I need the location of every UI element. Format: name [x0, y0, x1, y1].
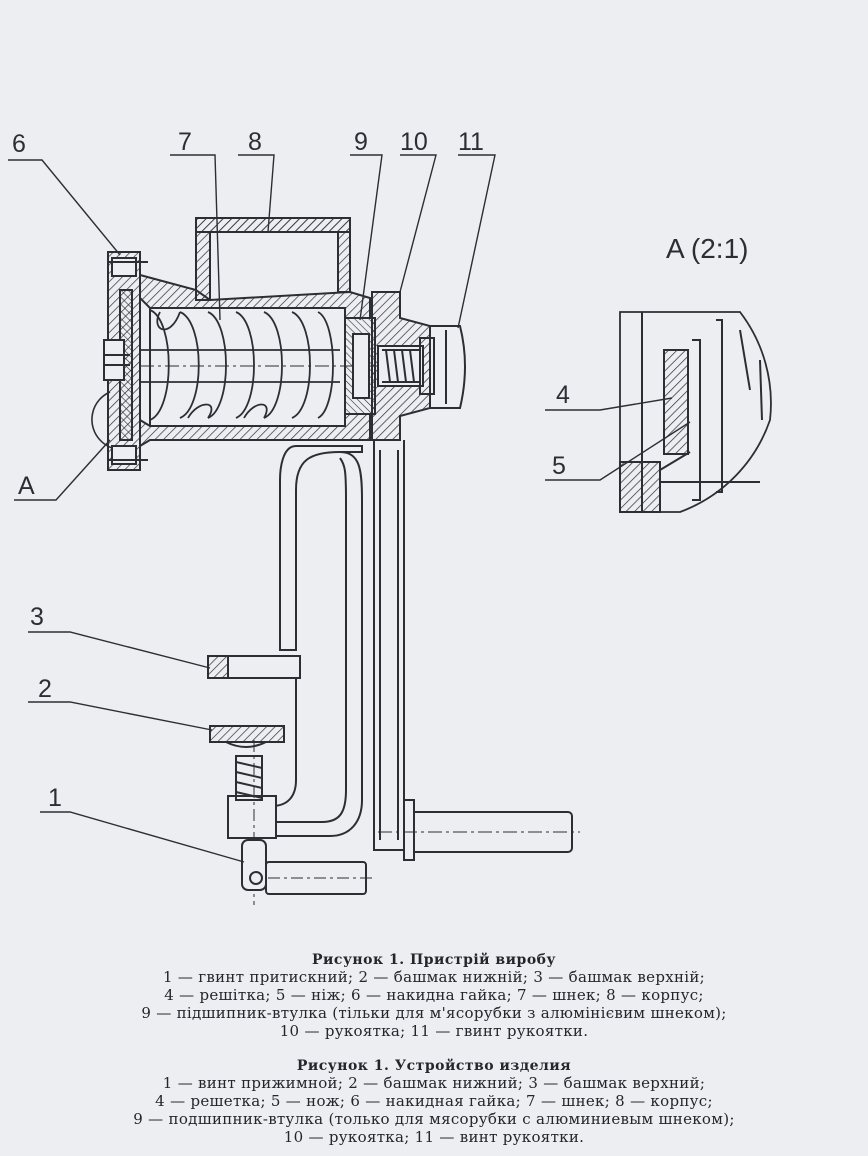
- hopper-body: [195, 217, 351, 301]
- callout-6: 6: [12, 130, 26, 158]
- callout-1: 1: [48, 784, 62, 812]
- callout-4: 4: [556, 381, 570, 409]
- callout-5: 5: [552, 452, 566, 480]
- callout-2: 2: [38, 675, 52, 703]
- callout-9: 9: [354, 128, 368, 156]
- callout-8: 8: [248, 128, 262, 156]
- caption-ru-line: 9 — подшипник-втулка (только для мясоруб…: [133, 1110, 735, 1128]
- callout-7: 7: [178, 128, 192, 156]
- caption-ru-line: 1 — винт прижимной; 2 — башмак нижний; 3…: [162, 1074, 706, 1092]
- caption-uk-line: 10 — рукоятка; 11 — гвинт рукоятки.: [279, 1022, 589, 1040]
- caption-ru-title: Рисунок 1. Устройство изделия: [296, 1058, 572, 1074]
- detail-view: [619, 311, 772, 513]
- caption-ru-line: 4 — решетка; 5 — нож; 6 — накидная гайка…: [155, 1092, 713, 1110]
- detail-title: A (2:1): [666, 233, 748, 264]
- clamp-screw: [235, 740, 372, 905]
- caption-ru-line: 10 — рукоятка; 11 — винт рукоятки.: [283, 1128, 585, 1146]
- caption-uk-line: 9 — підшипник-втулка (тільки для м'ясору…: [141, 1004, 727, 1022]
- bearing-sleeve: [344, 317, 376, 415]
- caption-uk-line: 4 — решітка; 5 — ніж; 6 — накидна гайка;…: [164, 986, 704, 1004]
- grid-plate: [103, 289, 133, 441]
- callout-10: 10: [400, 128, 428, 156]
- handle-screw: [419, 325, 466, 409]
- callout-11: 11: [458, 128, 484, 156]
- caption-russian: Рисунок 1. Устройство изделия 1 — винт п…: [0, 1058, 868, 1146]
- callout-3: 3: [30, 603, 44, 631]
- handle-hub: [371, 291, 431, 441]
- caption-uk-line: 1 — гвинт притискний; 2 — башмак нижній;…: [162, 968, 706, 986]
- callout-leaders: [8, 154, 691, 863]
- clamp-frame: [227, 445, 363, 839]
- section-marker: [91, 391, 113, 449]
- upper-shoe: [207, 655, 301, 679]
- handle-arm: [373, 440, 580, 861]
- callout-section: A: [18, 472, 35, 500]
- housing: [139, 273, 371, 448]
- lower-shoe: [209, 725, 285, 748]
- caption-uk-title: Рисунок 1. Пристрій виробу: [312, 952, 556, 968]
- caption-ukrainian: Рисунок 1. Пристрій виробу 1 — гвинт при…: [0, 952, 868, 1040]
